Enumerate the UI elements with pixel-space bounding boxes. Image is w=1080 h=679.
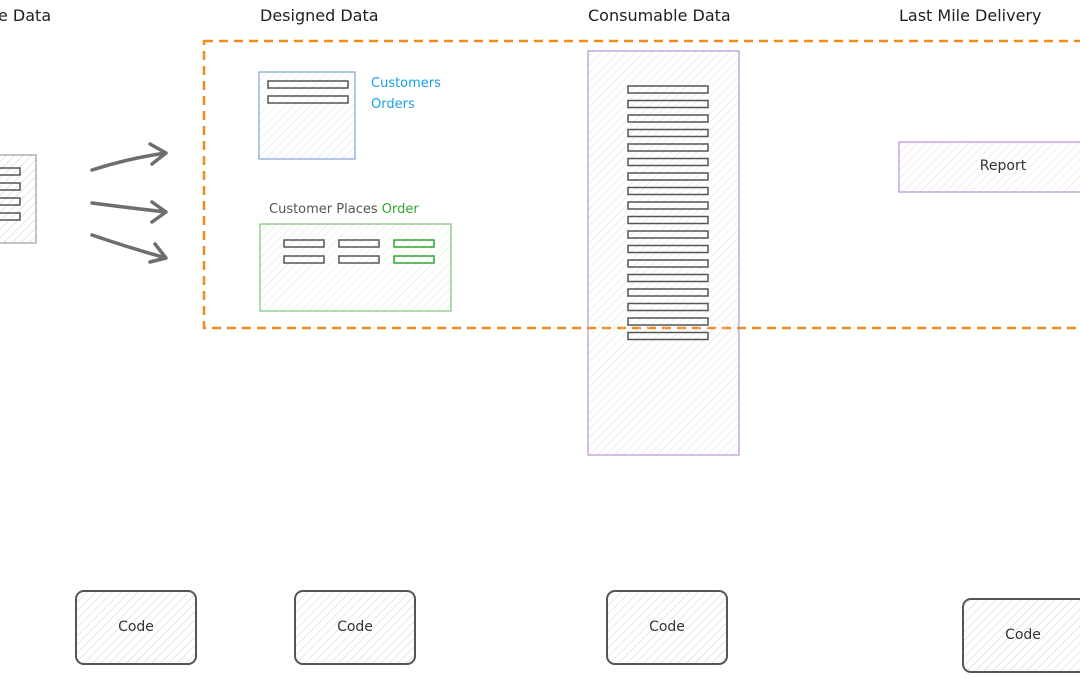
arrow-bottom [90, 233, 168, 264]
arrow-top [90, 142, 168, 172]
consumable-row [627, 114, 709, 123]
consumable-row [627, 128, 709, 138]
relation-label-highlight: Order [381, 202, 419, 217]
entity-box [258, 71, 356, 160]
consumable-row [627, 230, 709, 239]
consumable-row [627, 186, 709, 196]
relation-box [259, 223, 452, 312]
consumable-row [627, 201, 709, 210]
source-table [0, 154, 37, 244]
column-title-last-mile: Last Mile Delivery [899, 6, 1042, 25]
consumable-row [627, 244, 709, 254]
entity-label-orders: Orders [371, 97, 415, 112]
relation-label-prefix: Customer Places [269, 202, 382, 217]
consumable-row [627, 273, 709, 283]
consumable-row [627, 317, 709, 326]
consumable-row [627, 99, 709, 109]
report-box [898, 141, 1080, 193]
column-title-designed: Designed Data [260, 6, 379, 25]
code-box-4 [962, 598, 1080, 673]
code-label-4: Code [1005, 627, 1041, 643]
consumable-row [627, 172, 709, 181]
arrow-middle [90, 200, 168, 224]
code-label-1: Code [118, 619, 154, 635]
code-box-2 [294, 590, 416, 665]
ingest-arrows [90, 142, 168, 264]
consumable-table [587, 50, 740, 456]
relation-label: Customer Places Order [269, 202, 419, 217]
consumable-row [627, 259, 709, 268]
code-box-1 [75, 590, 197, 665]
consumable-row [627, 302, 709, 312]
consumable-row [627, 143, 709, 152]
consumable-row [627, 85, 709, 94]
column-title-consumable: Consumable Data [588, 6, 731, 25]
consumable-row [627, 215, 709, 225]
code-label-3: Code [649, 619, 685, 635]
entity-label-customers: Customers [371, 76, 441, 91]
consumable-row [627, 331, 709, 341]
column-title-source: e Data [0, 6, 52, 25]
code-label-2: Code [337, 619, 373, 635]
report-label: Report [979, 158, 1027, 174]
consumable-row [627, 157, 709, 167]
code-box-3 [606, 590, 728, 665]
consumable-row [627, 288, 709, 297]
